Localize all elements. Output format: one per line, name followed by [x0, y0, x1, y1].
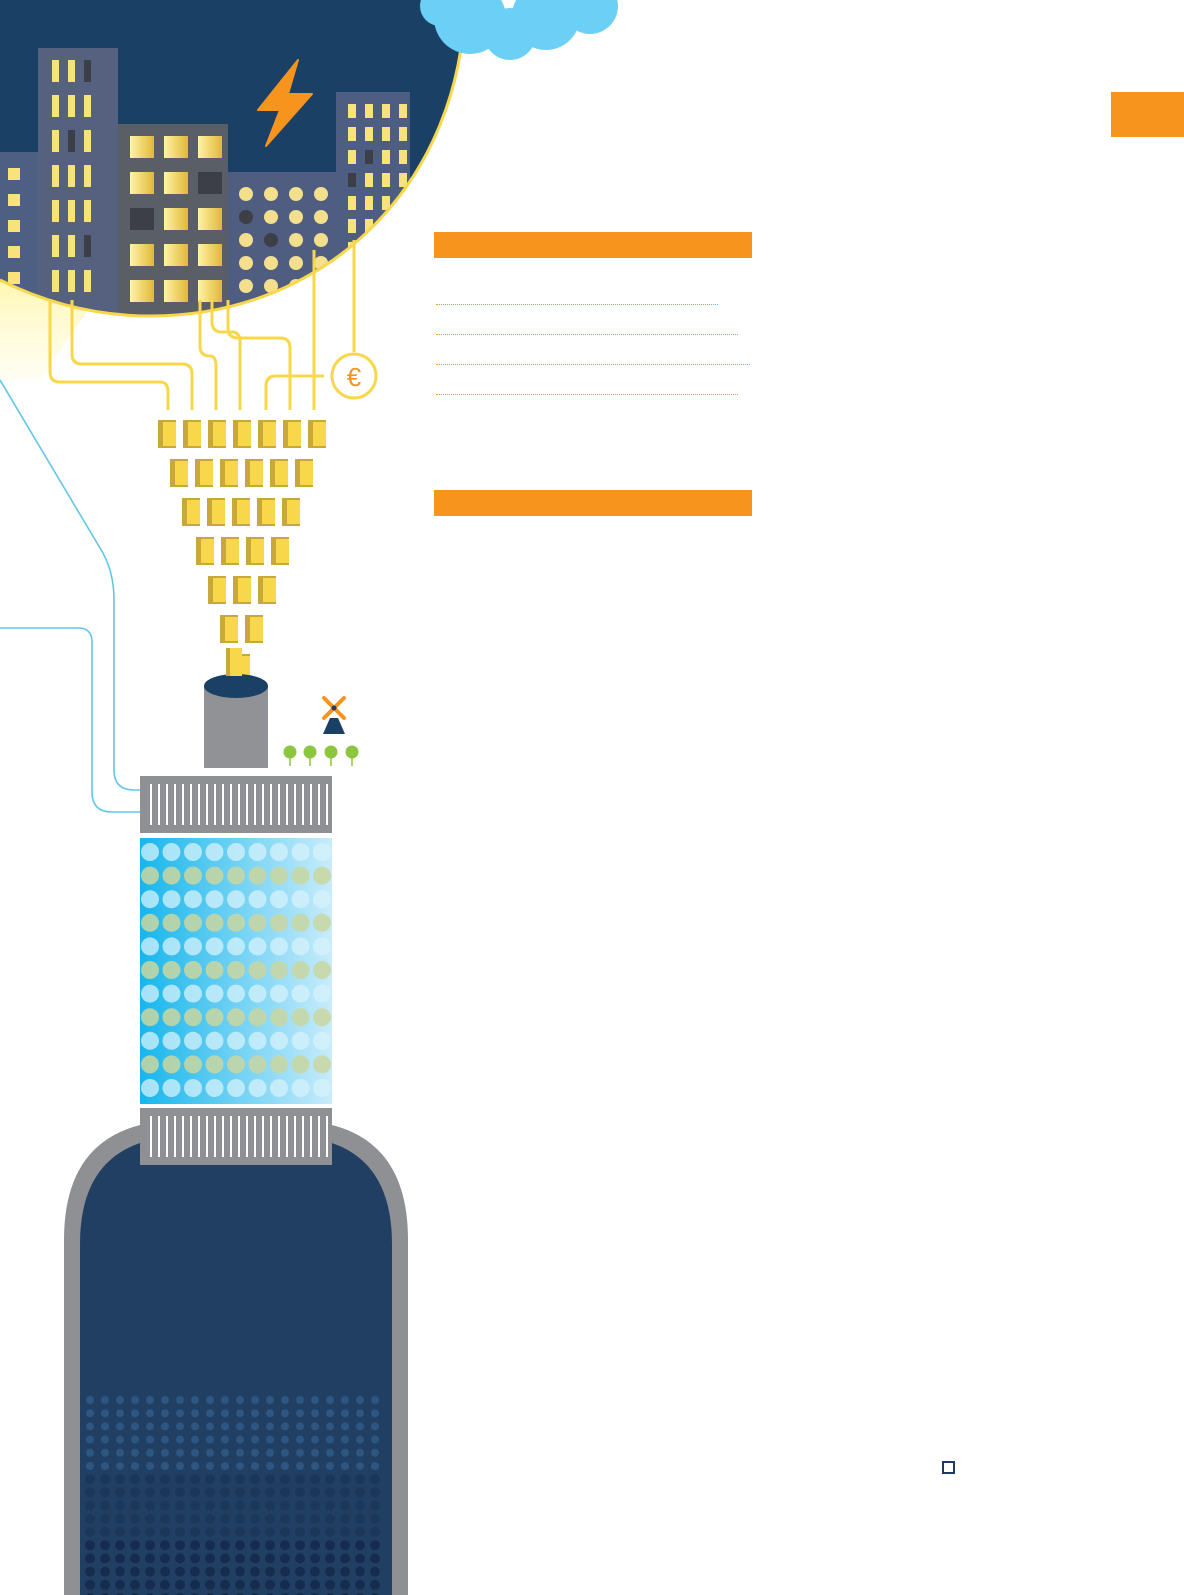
night-city-bulb	[0, 0, 467, 318]
tree-row	[283, 745, 359, 766]
lightning-icon	[257, 59, 313, 147]
text-line-placeholder	[436, 364, 750, 365]
power-wires	[48, 240, 356, 410]
text-line-placeholder	[436, 394, 738, 395]
data-cable	[0, 379, 140, 813]
section-heading-bar	[434, 490, 752, 516]
led-panel	[140, 838, 332, 1104]
section-heading-bar	[434, 232, 752, 258]
bottom-grille	[140, 1108, 332, 1165]
cloud-icon	[420, 0, 618, 60]
corner-tab	[1111, 92, 1184, 137]
text-line-placeholder	[436, 304, 718, 305]
svg-text:€: €	[347, 362, 362, 392]
text-line-placeholder	[436, 334, 738, 335]
square-icon	[942, 1461, 955, 1474]
gold-block-funnel	[158, 420, 326, 682]
storage-tank	[64, 1120, 408, 1595]
euro-icon: €	[330, 352, 378, 400]
top-grille	[140, 776, 332, 833]
storage-silo	[204, 648, 268, 768]
windmill-icon	[322, 696, 346, 734]
